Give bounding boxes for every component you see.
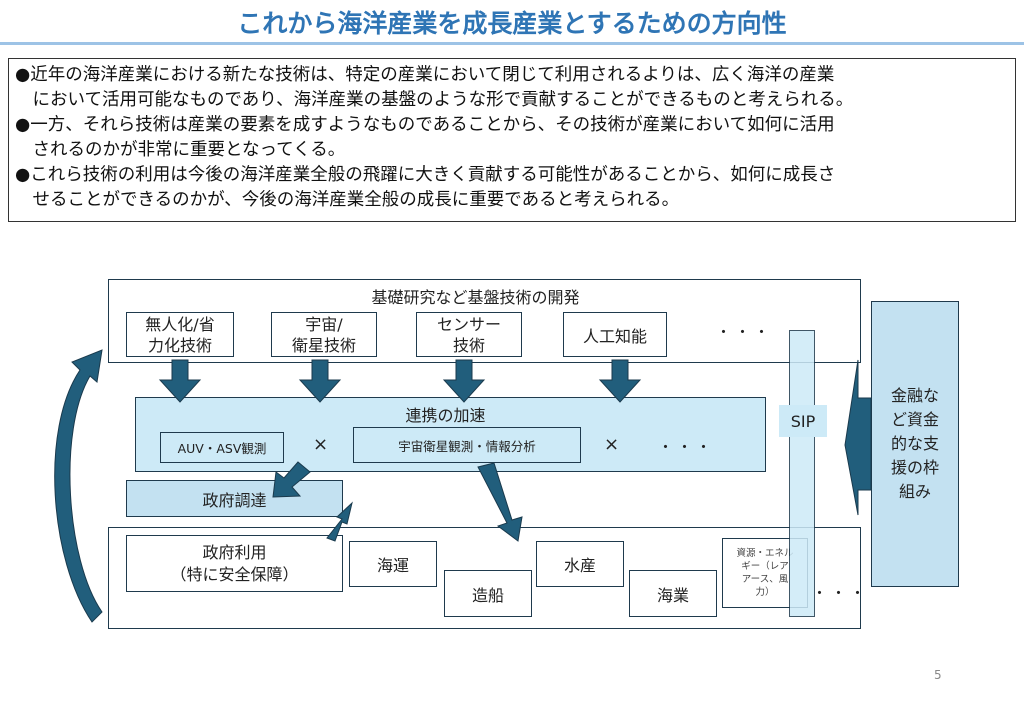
fisheries-box: 水産 [536, 541, 624, 587]
down-arrow-icon [158, 359, 202, 403]
intro-line: されるのかが非常に重要となってくる。 [15, 140, 346, 160]
collaboration-title: 連携の加速 [405, 406, 486, 425]
intro-line: において活用可能なものであり、海洋産業の基盤のような形で貢献することができるもの… [15, 90, 854, 110]
shipbuilding-box: 造船 [444, 570, 532, 617]
sip-label: SIP [779, 405, 827, 437]
times-sign: × [604, 434, 620, 455]
auv-asv-box: AUV・ASV観測 [160, 432, 284, 463]
sip-bar [789, 330, 815, 617]
tech-box-sensor: センサー 技術 [416, 312, 522, 357]
down-arrow-icon [598, 359, 642, 403]
government-use-box: 政府利用 （特に安全保障） [126, 535, 343, 592]
title-underline [0, 42, 1024, 45]
page-number: 5 [934, 668, 942, 682]
tech-box-space: 宇宙/ 衛星技術 [271, 312, 377, 357]
intro-line: ●一方、それら技術は産業の要素を成すようなものであることから、その技術が産業にお… [15, 115, 835, 135]
marine-business-box: 海業 [629, 570, 717, 617]
times-sign: × [313, 434, 329, 455]
diagonal-arrow-icon [272, 461, 311, 498]
tech-box-ai: 人工知能 [563, 312, 667, 357]
slide-title: これから海洋産業を成長産業とするための方向性 [237, 9, 787, 38]
intro-text-box: ●近年の海洋産業における新たな技術は、特定の産業において閉じて利用されるよりは、… [8, 58, 1016, 222]
tech-box-automation: 無人化/省 力化技術 [126, 312, 234, 357]
ellipsis: ・・・ [658, 438, 716, 456]
intro-line: せることができるのかが、今後の海洋産業全般の成長に重要であると考えられる。 [15, 190, 680, 210]
intro-line: ●近年の海洋産業における新たな技術は、特定の産業において閉じて利用されるよりは、… [15, 65, 835, 85]
government-procurement-box: 政府調達 [126, 480, 343, 517]
shipping-box: 海運 [349, 541, 437, 587]
ellipsis: ・・・ [812, 584, 870, 602]
satellite-analysis-box: 宇宙衛星観測・情報分析 [353, 427, 581, 463]
diagonal-arrow-icon [477, 462, 523, 542]
basic-research-title: 基礎研究など基盤技術の開発 [371, 288, 580, 307]
down-arrow-icon [298, 359, 342, 403]
cycle-arrow-icon [54, 349, 103, 623]
up-arrow-icon [326, 501, 353, 542]
ellipsis: ・・・ [716, 323, 774, 341]
down-arrow-icon [442, 359, 486, 403]
financial-support-box: 金融な ど資金 的な支 援の枠 組み [871, 301, 959, 587]
left-arrow-icon [844, 359, 872, 516]
intro-line: ●これら技術の利用は今後の海洋産業全般の飛躍に大きく貢献する可能性があることから… [15, 165, 836, 185]
